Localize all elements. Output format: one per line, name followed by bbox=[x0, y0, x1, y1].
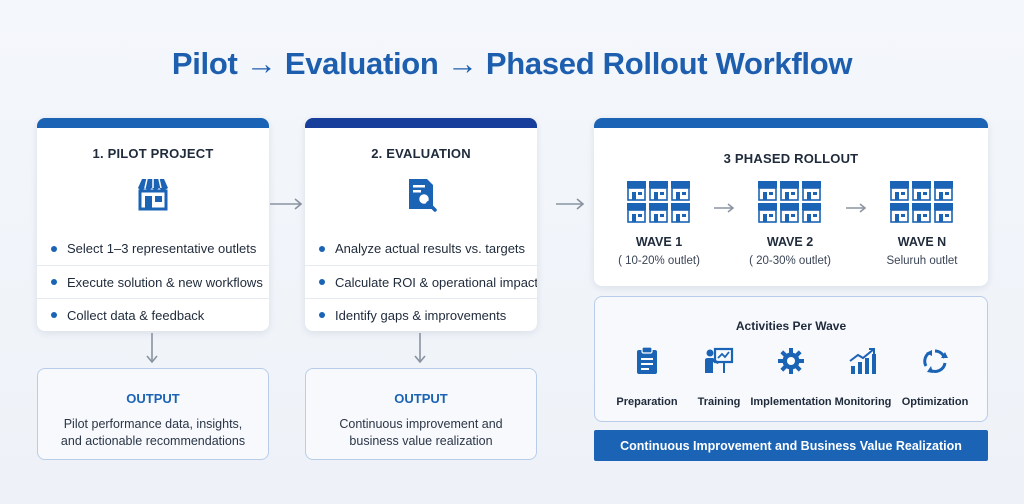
pilot-bullet: Select 1–3 representative outlets bbox=[37, 232, 269, 265]
evaluation-card: 2. EVALUATION Analyze actual results vs.… bbox=[305, 118, 537, 331]
activity-label: Implementation bbox=[750, 396, 832, 408]
store-icon bbox=[802, 181, 821, 201]
document-search-icon bbox=[409, 179, 437, 212]
output-text: Continuous improvement and business valu… bbox=[306, 416, 536, 450]
wave-name: WAVE N bbox=[897, 235, 947, 249]
outlets-icon bbox=[890, 181, 953, 223]
bullet-dot bbox=[51, 245, 57, 252]
wave-1: WAVE 1 ( 10-20% outlet) bbox=[604, 180, 714, 267]
right-arrow-icon bbox=[846, 203, 867, 213]
pilot-card: 1. PILOT PROJECT Select 1–3 representati… bbox=[37, 118, 269, 331]
wave-name: WAVE 1 bbox=[635, 235, 683, 249]
wave-coverage: ( 10-20% outlet) bbox=[618, 255, 700, 267]
evaluation-bullet: Calculate ROI & operational impact bbox=[305, 265, 537, 298]
activity-training: Training bbox=[674, 347, 764, 408]
rollout-card: 3 PHASED ROLLOUT WAVE 1 ( 10-20% outlet)… bbox=[594, 118, 988, 286]
wave-coverage: ( 20-30% outlet) bbox=[749, 255, 831, 267]
output-line: Pilot performance data, insights, bbox=[63, 417, 243, 431]
store-icon bbox=[758, 181, 777, 201]
rollout-heading: 3 PHASED ROLLOUT bbox=[723, 151, 859, 166]
bullet-text: Execute solution & new workflows bbox=[67, 274, 263, 290]
output-line: business value realization bbox=[349, 434, 493, 448]
bullet-text: Identify gaps & improvements bbox=[335, 307, 507, 323]
bullet-text: Calculate ROI & operational impact bbox=[335, 274, 537, 290]
value-realization-banner: Continuous Improvement and Business Valu… bbox=[594, 430, 988, 461]
activity-implementation: Implementation bbox=[746, 347, 836, 408]
cycle-arrows-icon bbox=[923, 349, 948, 373]
clipboard-icon bbox=[637, 346, 657, 374]
down-arrow-icon bbox=[414, 333, 426, 364]
output-title: OUTPUT bbox=[126, 391, 180, 406]
growth-chart-icon bbox=[849, 348, 876, 374]
bullet-dot bbox=[51, 279, 57, 285]
outlets-icon bbox=[758, 181, 821, 223]
right-arrow-icon bbox=[270, 198, 303, 210]
page-title: Pilot → Evaluation → Phased Rollout Work… bbox=[171, 46, 853, 81]
store-icon bbox=[890, 203, 909, 223]
evaluation-heading: 2. EVALUATION bbox=[371, 146, 471, 161]
bullet-dot bbox=[319, 245, 325, 252]
pilot-bullet: Execute solution & new workflows bbox=[37, 265, 269, 298]
store-icon bbox=[758, 203, 777, 223]
bullet-dot bbox=[319, 312, 325, 318]
activities-heading: Activities Per Wave bbox=[735, 319, 847, 333]
outlets-icon bbox=[627, 181, 690, 223]
pilot-output-box: OUTPUT Pilot performance data, insights,… bbox=[37, 368, 269, 460]
store-icon bbox=[627, 181, 646, 201]
store-icon bbox=[802, 203, 821, 223]
output-text: Pilot performance data, insights, and ac… bbox=[38, 416, 268, 450]
bullet-text: Collect data & feedback bbox=[67, 307, 205, 323]
store-icon bbox=[627, 203, 646, 223]
storefront-icon bbox=[138, 178, 168, 211]
store-icon bbox=[780, 203, 799, 223]
store-icon bbox=[934, 203, 953, 223]
wave-name: WAVE 2 bbox=[766, 235, 814, 249]
evaluation-output-box: OUTPUT Continuous improvement and busine… bbox=[305, 368, 537, 460]
activity-optimization: Optimization bbox=[890, 347, 980, 408]
right-arrow-icon bbox=[556, 198, 585, 210]
bullet-dot bbox=[319, 279, 325, 285]
store-icon bbox=[912, 181, 931, 201]
output-line: and actionable recommendations bbox=[60, 434, 246, 448]
store-icon bbox=[912, 203, 931, 223]
bullet-text: Analyze actual results vs. targets bbox=[335, 241, 526, 256]
pilot-heading: 1. PILOT PROJECT bbox=[92, 146, 214, 161]
activity-label: Training bbox=[697, 396, 741, 408]
activity-monitoring: Monitoring bbox=[818, 347, 908, 408]
bullet-dot bbox=[51, 312, 57, 318]
card-top-bar bbox=[305, 118, 537, 128]
wave-n: WAVE N Seluruh outlet bbox=[867, 180, 977, 267]
down-arrow-icon bbox=[146, 333, 158, 364]
store-icon bbox=[649, 181, 668, 201]
gear-icon bbox=[778, 348, 804, 374]
store-icon bbox=[780, 181, 799, 201]
pilot-bullet: Collect data & feedback bbox=[37, 298, 269, 331]
activity-label: Optimization bbox=[901, 396, 969, 408]
evaluation-bullet: Analyze actual results vs. targets bbox=[305, 232, 537, 265]
store-icon bbox=[649, 203, 668, 223]
bullet-text: Select 1–3 representative outlets bbox=[67, 241, 257, 256]
card-top-bar bbox=[37, 118, 269, 128]
store-icon bbox=[671, 203, 690, 223]
store-icon bbox=[671, 181, 690, 201]
wave-coverage: Seluruh outlet bbox=[886, 255, 958, 267]
presenter-icon bbox=[705, 347, 734, 373]
activities-panel: Activities Per Wave Preparation Training bbox=[594, 296, 988, 422]
store-icon bbox=[890, 181, 909, 201]
output-title: OUTPUT bbox=[394, 391, 448, 406]
card-top-bar bbox=[594, 118, 988, 128]
wave-2: WAVE 2 ( 20-30% outlet) bbox=[735, 180, 845, 267]
right-arrow-icon bbox=[714, 203, 735, 213]
output-line: Continuous improvement and bbox=[339, 417, 503, 431]
activity-label: Monitoring bbox=[834, 396, 892, 408]
activity-label: Preparation bbox=[616, 396, 678, 408]
store-icon bbox=[934, 181, 953, 201]
evaluation-bullet: Identify gaps & improvements bbox=[305, 298, 537, 331]
activity-preparation: Preparation bbox=[602, 346, 692, 408]
